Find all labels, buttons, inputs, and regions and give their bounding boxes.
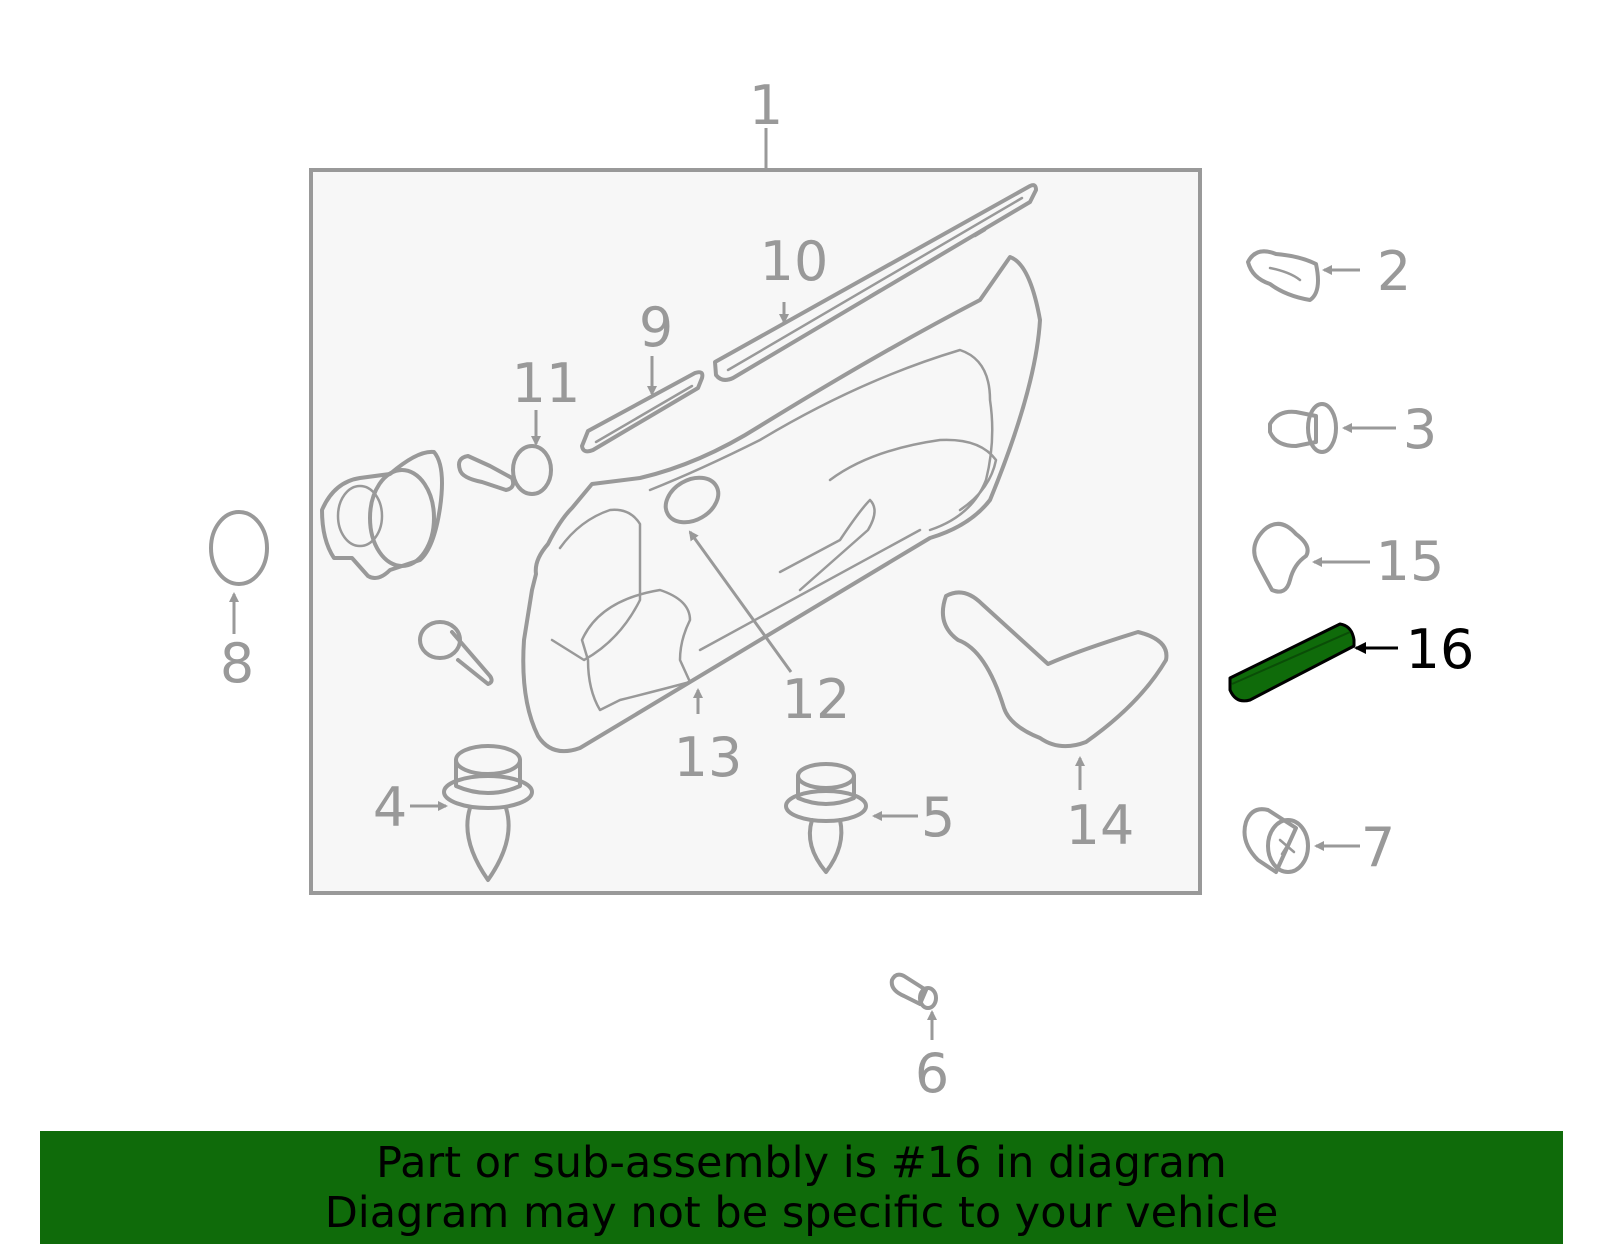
part-16-highlighted[interactable] <box>1228 622 1356 703</box>
speaker-housing[interactable] <box>320 449 444 580</box>
part-3-screw[interactable] <box>1268 402 1338 454</box>
callout-9: 9 <box>639 296 673 359</box>
callout-3: 3 <box>1403 398 1437 461</box>
part-12-handle-pocket[interactable] <box>658 469 726 532</box>
part-11-connector[interactable] <box>457 444 553 496</box>
push-pin[interactable] <box>418 620 494 686</box>
part-8-grommet[interactable] <box>209 510 269 586</box>
part-6-pin[interactable] <box>889 972 938 1010</box>
part-9-trim-strip[interactable] <box>580 370 705 454</box>
callout-10: 10 <box>760 230 829 293</box>
part-2-bezel[interactable] <box>1246 249 1320 302</box>
banner-line-1: Part or sub-assembly is #16 in diagram <box>376 1137 1227 1188</box>
callout-7: 7 <box>1361 816 1395 879</box>
callout-6: 6 <box>915 1042 949 1105</box>
callout-1: 1 <box>749 74 783 137</box>
callout-14: 14 <box>1066 794 1135 857</box>
callout-15: 15 <box>1376 530 1445 593</box>
assembly-frame <box>309 168 1202 895</box>
part-15-clip[interactable] <box>1252 522 1310 594</box>
callout-13: 13 <box>674 726 743 789</box>
part-5-clip[interactable] <box>784 762 868 874</box>
part-14-armrest[interactable] <box>941 590 1169 749</box>
banner-line-2: Diagram may not be specific to your vehi… <box>324 1187 1279 1238</box>
callout-8: 8 <box>220 632 254 695</box>
callout-5: 5 <box>921 786 955 849</box>
callout-4: 4 <box>373 776 407 839</box>
callout-16: 16 <box>1406 618 1475 681</box>
door-trim-panel[interactable] <box>521 255 1042 753</box>
part-10-weatherstrip[interactable] <box>713 183 1038 382</box>
part-4-clip[interactable] <box>442 744 534 882</box>
callout-2: 2 <box>1377 240 1411 303</box>
callout-12: 12 <box>782 668 851 731</box>
callout-11: 11 <box>512 352 581 415</box>
part-7-cap[interactable] <box>1242 807 1310 874</box>
info-banner: Part or sub-assembly is #16 in diagram D… <box>40 1131 1563 1244</box>
